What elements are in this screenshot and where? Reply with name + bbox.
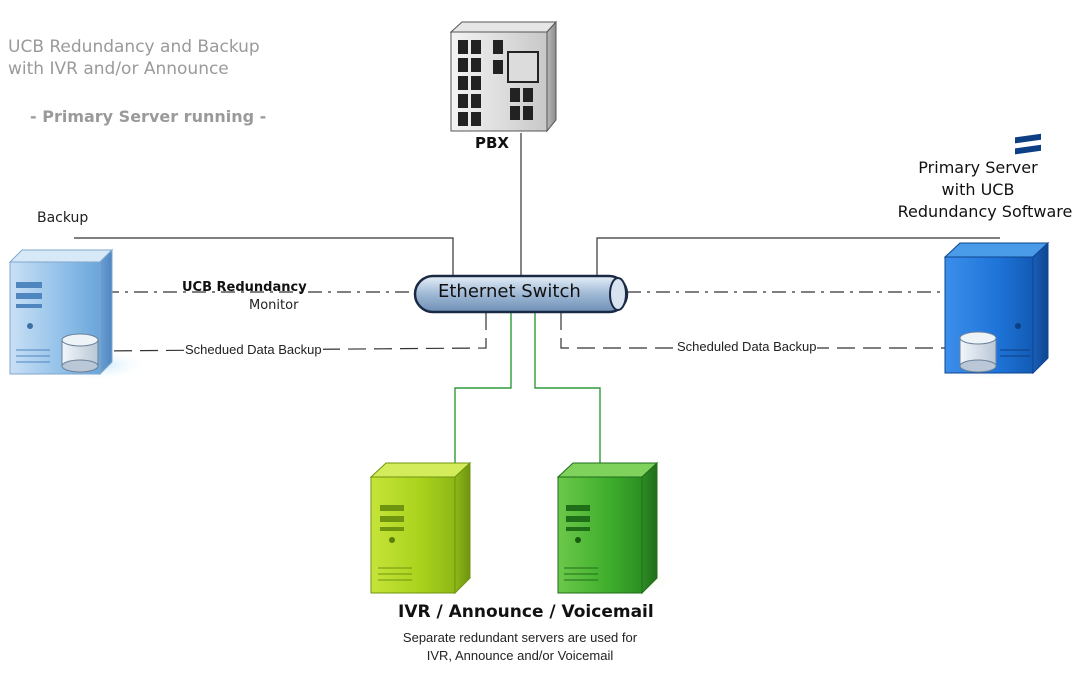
ivr-link-1 xyxy=(454,312,512,465)
monitor-label-line2: Monitor xyxy=(249,298,299,313)
ivr-desc-line2: IVR, Announce and/or Voicemail xyxy=(426,648,614,663)
primary-disk-icon xyxy=(959,331,997,373)
pbx-node xyxy=(449,20,558,133)
primary-network-link xyxy=(596,237,1000,276)
ivr-title: IVR / Announce / Voicemail xyxy=(398,602,654,622)
monitor-label-line1: UCB Redundancy xyxy=(182,280,307,295)
backup-disk-icon xyxy=(61,333,99,373)
backup-label: Backup xyxy=(37,210,89,226)
primary-label-line2: with UCB xyxy=(941,180,1015,199)
backup-data-link-right xyxy=(560,312,960,349)
pbx-label: PBX xyxy=(475,134,509,152)
diagram-title-line1: UCB Redundancy and Backup xyxy=(8,37,260,57)
ivr-link-2 xyxy=(534,312,601,465)
ethernet-switch xyxy=(413,274,629,314)
backup-server xyxy=(8,248,150,381)
ivr-server-1 xyxy=(363,461,487,596)
ivr-server-2 xyxy=(553,461,677,596)
backup-network-link xyxy=(74,237,454,276)
ivr-desc-line1: Separate redundant servers are used for xyxy=(402,630,638,645)
primary-label-line1: Primary Server xyxy=(918,158,1038,177)
diagram-title-line2: with IVR and/or Announce xyxy=(8,59,229,79)
primary-server xyxy=(930,133,1050,381)
backup-right-label: Scheduled Data Backup xyxy=(676,339,818,354)
backup-left-label: Schedued Data Backup xyxy=(184,342,323,357)
primary-label-line3: Redundancy Software xyxy=(897,202,1073,221)
switch-label: Ethernet Switch xyxy=(438,281,581,302)
status-text: - Primary Server running - xyxy=(30,107,267,126)
